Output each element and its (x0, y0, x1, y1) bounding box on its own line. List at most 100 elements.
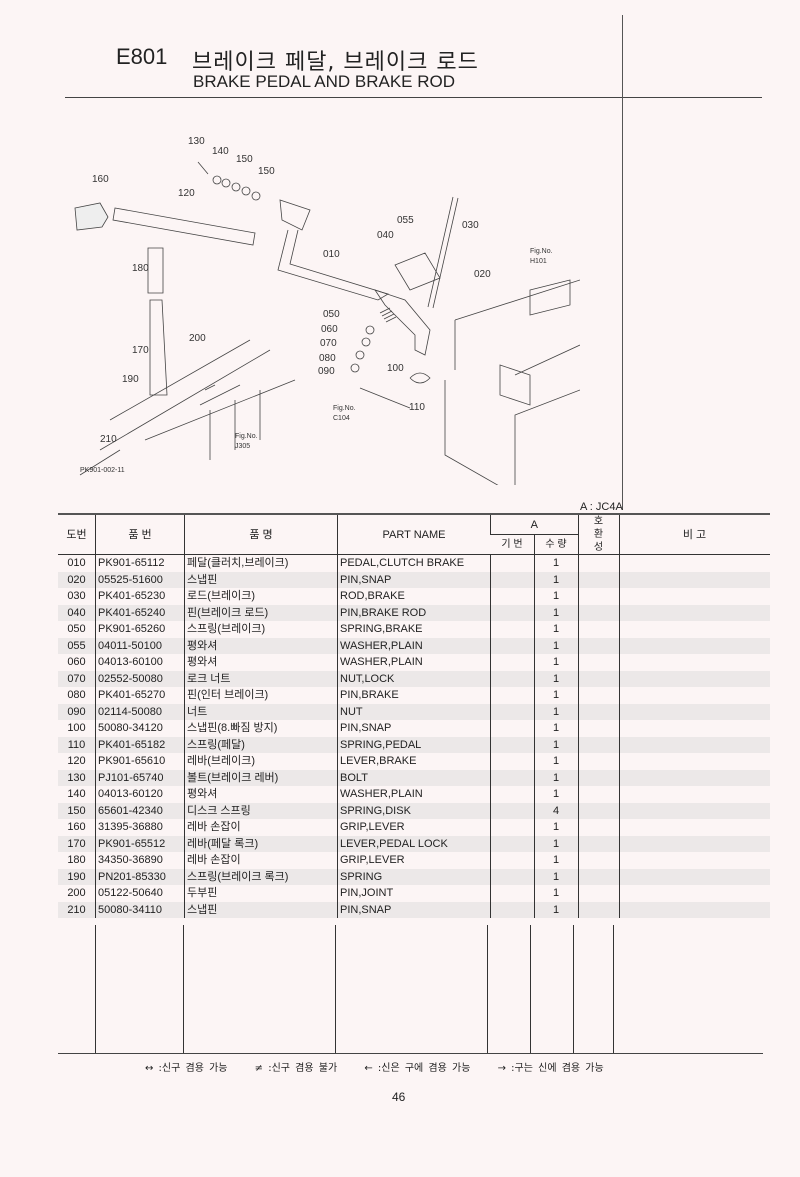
interchange-cell (577, 654, 619, 671)
model-cell (490, 736, 534, 753)
part-no-cell: PK901-65610 (95, 753, 185, 770)
interchange-cell (577, 868, 619, 885)
part-no-cell: 65601-42340 (95, 802, 185, 819)
part-no-cell: 05122-50640 (95, 885, 185, 902)
part-no-cell: PK401-65270 (95, 687, 185, 704)
model-cell (490, 901, 534, 918)
interchange-cell (577, 588, 619, 605)
name-ko-cell: 디스크 스프링 (184, 802, 338, 819)
part-name-cell: NUT (337, 703, 491, 720)
ref-cell: 055 (67, 639, 86, 652)
qty-cell: 1 (533, 736, 578, 753)
title-english: BRAKE PEDAL AND BRAKE ROD (193, 72, 456, 91)
ref-cell: 070 (67, 672, 86, 685)
fig-ref-h101: H101 (530, 258, 547, 265)
callout-180: 180 (132, 263, 149, 274)
part-name-cell: SPRING,PEDAL (337, 736, 491, 753)
fig-label: Fig.No. (333, 405, 356, 412)
part-name-cell: SPRING (337, 868, 491, 885)
diagram-drawing (74, 161, 580, 485)
name-ko-cell: 핀(인터 브레이크) (184, 687, 338, 704)
fig-label: Fig.No. (530, 248, 553, 255)
remarks-cell (618, 703, 770, 720)
qty-cell: 1 (533, 885, 578, 902)
parts-table: 도번 품 번 품 명 PART NAME A 호 환 성 비 고 기 번 수 량… (58, 513, 770, 918)
model-cell (490, 621, 534, 638)
interchange-cell (577, 687, 619, 704)
exploded-parts-diagram: 130 140 150 150 160 120 180 170 200 190 … (74, 136, 580, 485)
model-cell (490, 670, 534, 687)
part-no-cell: PK401-65230 (95, 588, 185, 605)
name-ko-cell: 페달(클러치,브레이크) (184, 554, 338, 572)
callout-150: 150 (236, 154, 253, 165)
name-ko-cell: 평와셔 (184, 654, 338, 671)
interchange-cell (577, 852, 619, 869)
callout-140: 140 (212, 146, 229, 157)
ref-cell: 130 (67, 771, 86, 784)
model-cell (490, 720, 534, 737)
interchange-cell (577, 571, 619, 588)
remarks-cell (618, 802, 770, 819)
margin-line (622, 15, 623, 510)
part-no-cell: 02114-50080 (95, 703, 185, 720)
remarks-cell (618, 637, 770, 654)
qty-cell: 1 (533, 654, 578, 671)
header-qty: 수 량 (533, 534, 578, 555)
qty-cell: 4 (533, 802, 578, 819)
part-name-cell: PEDAL,CLUTCH BRAKE (337, 554, 491, 572)
interchange-cell (577, 604, 619, 621)
part-no-cell: 02552-50080 (95, 670, 185, 687)
callout-190: 190 (122, 374, 139, 385)
legend-item: ↔ :신구 겸용 가능 (145, 1063, 228, 1074)
model-cell (490, 637, 534, 654)
part-no-cell: PK901-65112 (95, 554, 185, 572)
header-group-a: A (490, 513, 578, 536)
part-name-cell: WASHER,PLAIN (337, 786, 491, 803)
model-cell (490, 885, 534, 902)
name-ko-cell: 레바(페달 록크) (184, 835, 338, 852)
name-ko-cell: 스프링(페달) (184, 736, 338, 753)
fig-ref-j305: J305 (235, 443, 250, 450)
header-part-name: PART NAME (337, 513, 491, 555)
model-cell (490, 802, 534, 819)
part-name-cell: SPRING,BRAKE (337, 621, 491, 638)
part-no-cell: 05525-51600 (95, 571, 185, 588)
name-ko-cell: 레바 손잡이 (184, 852, 338, 869)
part-name-cell: GRIP,LEVER (337, 852, 491, 869)
name-ko-cell: 볼트(브레이크 레버) (184, 769, 338, 786)
remarks-cell (618, 588, 770, 605)
qty-cell: 1 (533, 588, 578, 605)
name-ko-cell: 스냅핀 (184, 571, 338, 588)
ref-cell: 020 (67, 573, 86, 586)
ref-cell: 210 (67, 903, 86, 916)
callout-210: 210 (100, 434, 117, 445)
part-name-cell: PIN,SNAP (337, 901, 491, 918)
interchange-cell (577, 786, 619, 803)
ref-cell: 160 (67, 821, 86, 834)
legend-item: → :구는 신에 겸용 가능 (497, 1063, 604, 1074)
fig-ref-c104: C104 (333, 415, 350, 422)
callout-080: 080 (319, 353, 336, 364)
part-no-cell: PK901-65512 (95, 835, 185, 852)
remarks-cell (618, 786, 770, 803)
model-cell (490, 835, 534, 852)
model-cell (490, 554, 534, 572)
qty-cell: 1 (533, 670, 578, 687)
interchange-cell (577, 885, 619, 902)
model-note: A : JC4A (580, 501, 623, 513)
ref-cell: 110 (67, 738, 86, 751)
name-ko-cell: 스프링(브레이크 록크) (184, 868, 338, 885)
part-no-cell: 50080-34110 (95, 901, 185, 918)
interchange-cell (577, 901, 619, 918)
name-ko-cell: 두부핀 (184, 885, 338, 902)
model-cell (490, 703, 534, 720)
title-divider (65, 97, 762, 98)
model-cell (490, 769, 534, 786)
part-no-cell: PK401-65182 (95, 736, 185, 753)
